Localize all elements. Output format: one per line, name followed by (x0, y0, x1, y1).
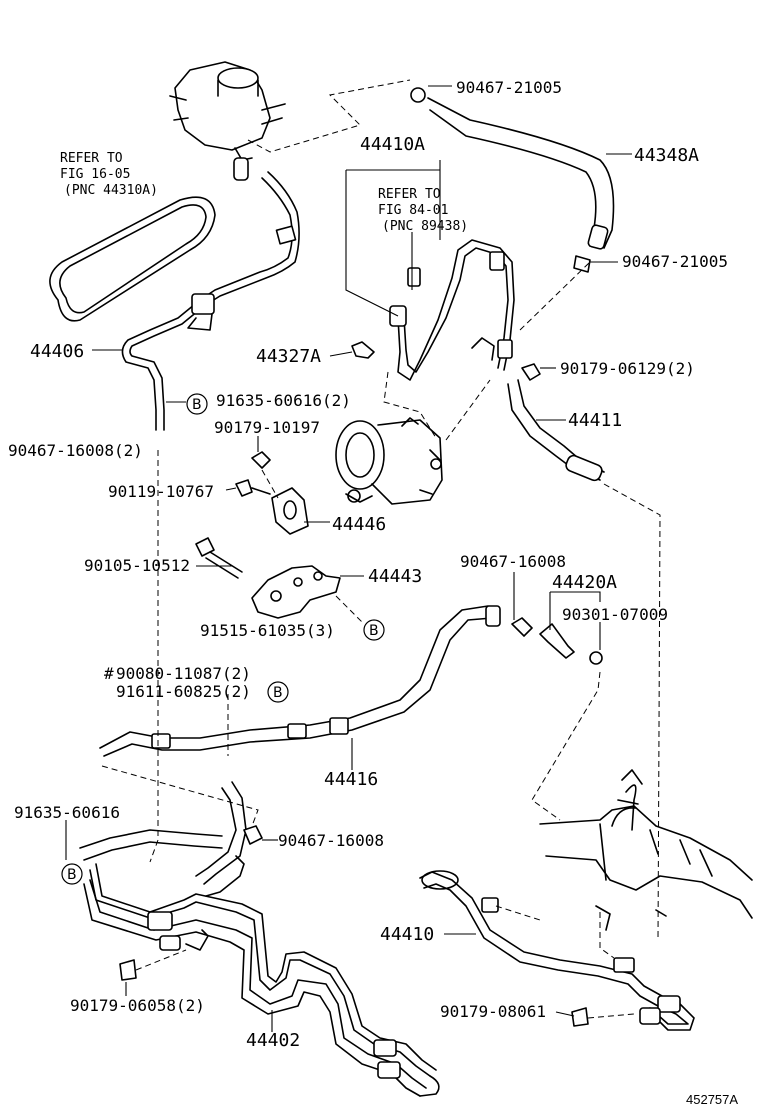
diagram-code: 452757A (686, 1092, 738, 1107)
dash-line (603, 483, 661, 941)
label-44348A: 44348A (634, 145, 699, 166)
label-90179-08061: 90179-08061 (440, 1002, 546, 1021)
ref-belt-line2: FIG 16-05 (60, 167, 130, 182)
label-91635-60616-2: 91635-60616(2) (216, 391, 351, 410)
label-90467-16008-2: 90467-16008(2) (8, 441, 143, 460)
marker-hash: # (104, 664, 114, 683)
label-90467-16008-lower: 90467-16008 (278, 831, 384, 850)
label-90119-10767: 90119-10767 (108, 482, 214, 501)
power-steering-pump (335, 417, 443, 505)
label-44327A: 44327A (256, 346, 321, 367)
cooler-hose (195, 787, 237, 877)
ref-pipe-line3: (PNC 89438) (382, 219, 468, 234)
label-90467-21005-top: 90467-21005 (456, 78, 562, 97)
dash-line (599, 912, 615, 959)
label-91635-60616: 91635-60616 (14, 803, 120, 822)
label-91515-61035: 91515-61035(3) (200, 621, 335, 640)
steering-gear (539, 769, 753, 931)
label-91611-60825: 91611-60825(2) (116, 682, 251, 701)
label-90080-11087: 90080-11087(2) (116, 664, 251, 683)
ref-belt-line1: REFER TO (60, 151, 123, 166)
label-90179-10197: 90179-10197 (214, 418, 320, 437)
pressure-pipe-44410A (397, 239, 515, 381)
label-90105-10512: 90105-10512 (84, 556, 190, 575)
label-90179-06058: 90179-06058(2) (70, 996, 205, 1015)
label-44446: 44446 (332, 514, 386, 535)
drive-belt (49, 196, 216, 322)
dash-line (445, 379, 491, 441)
leader-line (549, 591, 601, 630)
dash-line (149, 450, 159, 863)
dash-line (531, 671, 601, 821)
ref-belt-line3: (PNC 44310A) (64, 183, 158, 198)
dash-line (335, 595, 365, 625)
dash-line (383, 371, 437, 439)
label-44410: 44410 (380, 924, 434, 945)
label-44402: 44402 (246, 1030, 300, 1051)
marker-b-circle (61, 863, 83, 885)
label-44443: 44443 (368, 566, 422, 587)
marker-b-circle (363, 619, 385, 641)
dash-line (495, 905, 541, 921)
label-90467-16008-upper: 90467-16008 (460, 552, 566, 571)
leader-line (225, 487, 237, 491)
marker-b: B (67, 867, 77, 883)
marker-b: B (369, 623, 379, 639)
dash-line (587, 1013, 635, 1019)
suction-hose-44406 (121, 177, 293, 431)
label-90301-07009: 90301-07009 (562, 605, 668, 624)
ref-pipe-line1: REFER TO (378, 187, 441, 202)
label-44411: 44411 (568, 410, 622, 431)
reservoir-drawing (169, 61, 286, 181)
bracket-44443 (251, 565, 341, 619)
label-44420A: 44420A (552, 572, 617, 593)
leader-line (329, 351, 353, 357)
dash-line (101, 765, 259, 827)
marker-b-circle (186, 393, 208, 415)
hose-44348A (427, 97, 615, 249)
label-90467-21005-right: 90467-21005 (622, 252, 728, 271)
bracket-44446 (271, 487, 309, 535)
marker-b-circle (267, 681, 289, 703)
label-44416: 44416 (324, 769, 378, 790)
marker-b: B (192, 397, 202, 413)
marker-b: B (273, 685, 283, 701)
dash-line (261, 469, 279, 499)
cooler-pipe-44402 (79, 829, 440, 1097)
dash-line (135, 949, 187, 971)
label-44410A: 44410A (360, 134, 425, 155)
dash-line (519, 261, 591, 331)
ref-pipe-line2: FIG 84-01 (378, 203, 448, 218)
label-90179-06129: 90179-06129(2) (560, 359, 695, 378)
leader-line (345, 160, 441, 317)
label-44406: 44406 (30, 341, 84, 362)
leader-line (555, 1011, 575, 1017)
